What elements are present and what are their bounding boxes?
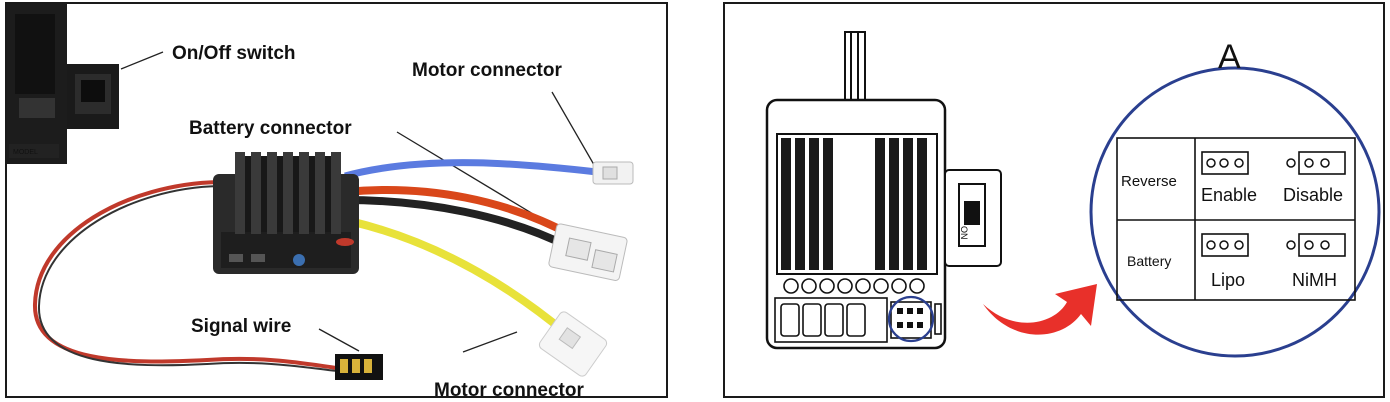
option-lipo: Lipo xyxy=(1211,270,1245,290)
reverse-enable-jumper xyxy=(1201,151,1249,175)
battery-lipo-jumper xyxy=(1201,233,1249,257)
row-label-battery: Battery xyxy=(1127,253,1171,269)
leader-motor-top xyxy=(551,91,598,171)
leader-on-off xyxy=(120,51,164,70)
jumper-diagram-panel: ON xyxy=(723,2,1385,398)
battery-wires xyxy=(344,186,575,240)
option-nimh: NiMH xyxy=(1292,270,1337,290)
label-signal-wire: Signal wire xyxy=(191,316,292,337)
option-enable: Enable xyxy=(1201,185,1257,205)
label-battery-connector: Battery connector xyxy=(189,118,352,139)
blue-motor-wire xyxy=(344,159,598,180)
label-motor-connector-top: Motor connector xyxy=(412,60,562,81)
leader-signal xyxy=(318,328,360,352)
row-label-reverse: Reverse xyxy=(1121,173,1177,190)
label-motor-connector-bottom: Motor connector xyxy=(434,380,584,398)
switch-on-label: ON xyxy=(959,226,969,240)
label-on-off-switch: On/Off switch xyxy=(172,43,296,64)
leader-motor-bottom xyxy=(462,331,518,353)
bottom-ports xyxy=(774,297,942,343)
battery-connector xyxy=(548,223,628,281)
esc-body xyxy=(213,152,359,274)
jumper-highlight-circle xyxy=(887,295,935,343)
option-disable: Disable xyxy=(1283,185,1343,205)
signal-connector xyxy=(335,354,383,380)
motor-connector-bottom xyxy=(538,311,608,377)
motor-connector-top xyxy=(592,161,634,185)
on-off-switch-drawing xyxy=(944,169,1002,267)
jumper-pins xyxy=(897,308,923,328)
on-off-switch-inset: MODEL xyxy=(7,4,119,164)
pointer-arrow xyxy=(983,284,1097,335)
vent-holes xyxy=(783,278,925,294)
view-letter-a: A xyxy=(1218,38,1241,76)
reverse-disable-jumper xyxy=(1286,151,1346,175)
esc-jumper-diagram: ON xyxy=(765,31,1381,358)
esc-photo-illustration: MODEL xyxy=(7,4,634,380)
jumper-settings-table xyxy=(1116,137,1356,301)
heatsink-fins xyxy=(781,138,927,270)
yellow-motor-wire xyxy=(324,212,570,338)
battery-nimh-jumper xyxy=(1286,233,1346,257)
esc-photo-panel: MODEL xyxy=(5,2,668,398)
svg-text:MODEL: MODEL xyxy=(13,149,38,156)
magnified-view-circle xyxy=(1089,66,1381,358)
